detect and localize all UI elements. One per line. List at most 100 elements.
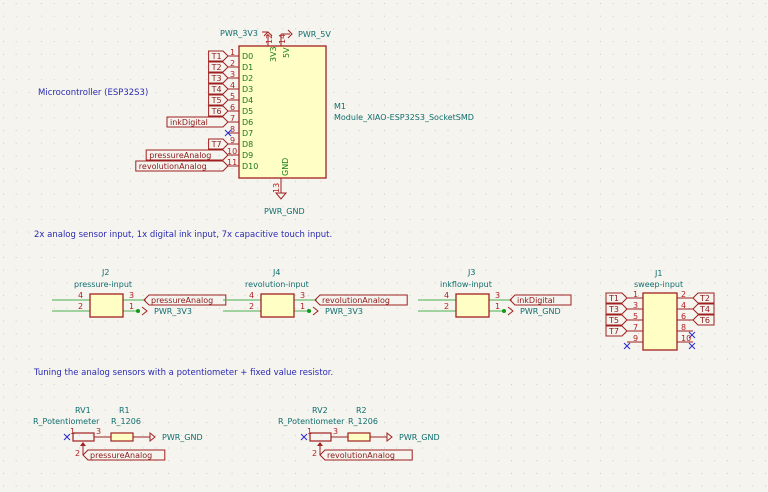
- j1-pin-5: 5T5: [605, 312, 643, 326]
- pin-name: D9: [242, 151, 253, 160]
- pin-number: 2: [78, 302, 83, 311]
- net-label-text: T4: [699, 305, 710, 314]
- no-connect-icon: [688, 342, 696, 350]
- connector-body: [89, 293, 124, 318]
- power-arrow-icon: [507, 306, 514, 316]
- pin-number: 1: [70, 427, 75, 436]
- connector-j4[interactable]: J4revolution-input4231revolutionAnalogPW…: [223, 268, 408, 318]
- pin-number: 1: [633, 290, 638, 299]
- wiper-arrow-icon: [317, 442, 323, 446]
- pin-number: 3: [230, 70, 235, 79]
- resistor-body: [347, 432, 371, 442]
- pin-number: 1: [307, 427, 312, 436]
- net-label-text: pressureAnalog: [90, 451, 152, 460]
- pin-number: 8: [681, 323, 686, 332]
- pin-number: 7: [633, 323, 638, 332]
- j1-body: [642, 292, 678, 351]
- pot-value: R_Potentiometer: [33, 417, 100, 426]
- m1-net-pwr-3v3: PWR_3V3: [220, 29, 258, 38]
- pin-name: D1: [242, 63, 253, 72]
- net-label-shape: [82, 449, 166, 461]
- res-ref: R2: [356, 406, 367, 415]
- resistor-body: [110, 432, 134, 442]
- gnd-net: PWR_GND: [399, 433, 440, 442]
- net-label-text: T7: [211, 140, 222, 149]
- junction-dot: [307, 309, 311, 313]
- net-label-shape: [208, 83, 229, 95]
- no-connect-icon: [623, 342, 631, 350]
- pin-name: D2: [242, 74, 253, 83]
- pin-name: D0: [242, 52, 253, 61]
- res-value: R_1206: [348, 417, 378, 426]
- pot-ref: RV1: [75, 406, 91, 415]
- m1-power-5v: 14 5V PWR_5V: [278, 29, 331, 58]
- pin-number: 9: [633, 334, 638, 343]
- pin-number: 4: [681, 301, 686, 310]
- pin-number: 7: [230, 114, 235, 123]
- pin-number: 3: [333, 427, 338, 436]
- module-m1[interactable]: M1 Module_XIAO-ESP32S3_SocketSMD 12 3V3 …: [135, 29, 474, 216]
- pin-name: D6: [242, 118, 253, 127]
- pin-number: 8: [230, 125, 235, 134]
- connector-ref: J3: [467, 268, 475, 277]
- junction-dot: [502, 309, 506, 313]
- power-net: PWR_3V3: [154, 307, 192, 316]
- net-label-text: T6: [211, 107, 222, 116]
- net-label-shape: [319, 449, 413, 461]
- pin-number: 2: [230, 59, 235, 68]
- power-net: PWR_3V3: [325, 307, 363, 316]
- pwr-5v-arrow-icon: [287, 29, 293, 39]
- pin-number: 1: [230, 48, 235, 57]
- net-label-text: T1: [608, 294, 619, 303]
- m1-pin-name-gnd: GND: [281, 158, 290, 176]
- junction-dot: [136, 309, 140, 313]
- pin-number: 1: [495, 302, 500, 311]
- m1-pin-num-13: 13: [272, 183, 281, 193]
- m1-pin-num-12: 12: [265, 34, 274, 44]
- net-label-text: revolutionAnalog: [322, 296, 390, 305]
- pin-number: 1: [129, 302, 134, 311]
- net-label-shape: [208, 138, 229, 150]
- no-connect-icon: [688, 331, 696, 339]
- pin-number: 6: [230, 103, 235, 112]
- connector-value: inkflow-input: [440, 280, 492, 289]
- net-label-shape: [605, 292, 628, 304]
- net-label-text: inkDigital: [517, 296, 555, 305]
- pin-number: 4: [230, 81, 235, 90]
- net-label-shape: [208, 94, 229, 106]
- net-label-shape: [605, 303, 628, 315]
- no-connect-icon: [300, 433, 308, 441]
- pin-number: 3: [96, 427, 101, 436]
- m1-pin-name-3v3: 3V3: [269, 46, 278, 62]
- res-value: R_1206: [111, 417, 141, 426]
- pin-number: 9: [230, 136, 235, 145]
- pin-number: 2: [444, 302, 449, 311]
- no-connect-icon: [224, 129, 232, 137]
- pin-number: 2: [75, 449, 80, 458]
- power-arrow-icon: [312, 306, 319, 316]
- j1-pin-1: 1 T1: [605, 290, 643, 304]
- net-label-shape: [692, 314, 715, 326]
- m1-pin-d6: 7 D6 inkDigital: [166, 114, 253, 128]
- net-label-text: inkDigital: [170, 118, 208, 127]
- pin-number: 4: [249, 291, 254, 300]
- net-label-text: revolutionAnalog: [327, 451, 395, 460]
- power-net: PWR_GND: [520, 307, 561, 316]
- gnd-net: PWR_GND: [162, 433, 203, 442]
- connector-group: J2pressure-input4231pressureAnalogPWR_3V…: [52, 268, 572, 318]
- gnd-symbol-icon: [274, 192, 288, 200]
- net-label-shape: [208, 72, 229, 84]
- pin-number: 10: [681, 334, 691, 343]
- pin-name: D4: [242, 96, 253, 105]
